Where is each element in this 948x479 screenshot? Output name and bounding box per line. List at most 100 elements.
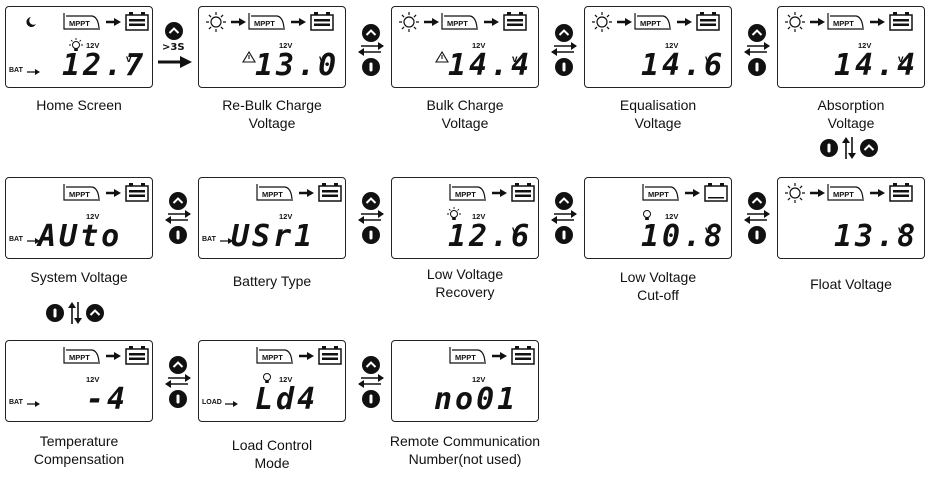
arrow-icon xyxy=(492,189,507,197)
set-button-icon xyxy=(362,390,380,408)
unit-label: v xyxy=(319,54,325,65)
lightbulb-icon xyxy=(263,373,271,383)
caption-float: Float Voltage xyxy=(761,275,941,293)
arrow-icon xyxy=(291,18,306,26)
battery-icon xyxy=(125,12,149,31)
sun-icon xyxy=(785,12,805,32)
set-button-icon xyxy=(362,226,380,244)
swap-arrows-icon xyxy=(358,210,384,224)
hold-label: >3S xyxy=(162,42,185,53)
sun-icon xyxy=(399,12,419,32)
mppt-label: MPPT xyxy=(69,190,90,199)
system-voltage: 12V xyxy=(86,212,100,221)
mppt-label: MPPT xyxy=(254,19,275,28)
mppt-label: MPPT xyxy=(455,353,476,362)
bat-label: BAT xyxy=(9,399,23,406)
caption-line: Battery Type xyxy=(232,273,312,289)
up-button-icon xyxy=(362,356,380,374)
lcd-value: 14.6 xyxy=(641,48,726,83)
arrow-icon xyxy=(231,18,246,26)
hold-indicator: >3S xyxy=(158,22,192,72)
caption-line: System Voltage xyxy=(30,269,128,285)
sun-icon xyxy=(206,12,226,32)
set-button-icon xyxy=(748,58,766,76)
arrow-icon xyxy=(810,189,825,197)
exchange-9 xyxy=(357,356,385,408)
exchange-6 xyxy=(550,192,578,244)
system-voltage: 12V xyxy=(472,375,486,384)
caption-line: Mode xyxy=(254,455,290,471)
system-voltage: 12V xyxy=(472,212,486,221)
swap-arrows-icon xyxy=(165,374,191,388)
small-arrow-icon xyxy=(27,401,40,407)
up-button-icon xyxy=(555,24,573,42)
caption-line: Home Screen xyxy=(36,97,122,113)
battery-icon xyxy=(503,12,527,31)
up-button-icon xyxy=(555,192,573,210)
mppt-panel-icon xyxy=(63,347,100,364)
set-button-icon xyxy=(748,226,766,244)
up-button-icon xyxy=(748,192,766,210)
load-label: LOAD xyxy=(202,399,222,406)
caption-line: Cut-off xyxy=(637,287,679,303)
arrow-icon xyxy=(106,18,121,26)
lcd-value: AUto xyxy=(38,219,123,254)
caption-line: Equalisation xyxy=(619,97,697,113)
set-button-icon xyxy=(46,304,64,322)
battery-icon xyxy=(125,346,149,365)
mppt-label: MPPT xyxy=(648,190,669,199)
arrow-icon xyxy=(492,352,507,360)
caption-battype: Battery Type xyxy=(182,272,362,290)
up-button-icon xyxy=(748,24,766,42)
exchange-4 xyxy=(164,192,192,244)
set-button-icon xyxy=(362,58,380,76)
caption-line: Remote Communication xyxy=(389,433,541,449)
vertical-swap-arrows-icon xyxy=(842,137,856,159)
caption-line: Absorption xyxy=(817,97,885,113)
mppt-label: MPPT xyxy=(69,353,90,362)
system-voltage: 12V xyxy=(858,41,872,50)
mppt-label: MPPT xyxy=(640,19,661,28)
set-button-icon xyxy=(555,58,573,76)
set-button-icon xyxy=(555,226,573,244)
exchange-1 xyxy=(357,24,385,76)
caption-line: Re-Bulk Charge xyxy=(222,97,322,113)
arrow-icon xyxy=(685,189,700,197)
caption-line: Low Voltage xyxy=(619,269,697,285)
caption-home: Home Screen xyxy=(0,96,169,114)
small-arrow-icon xyxy=(27,69,40,75)
mppt-panel-icon xyxy=(63,13,100,30)
lcd-value: 13.8 xyxy=(834,219,919,254)
unit-label: v xyxy=(126,54,132,65)
caption-line: Temperature xyxy=(39,433,119,449)
caption-line: Bulk Charge xyxy=(426,97,504,113)
unit-label: v xyxy=(898,54,904,65)
mppt-panel-icon xyxy=(248,13,285,30)
caption-line: Compensation xyxy=(33,451,125,467)
set-button-icon xyxy=(820,139,838,157)
small-arrow-icon xyxy=(220,238,233,244)
system-voltage: 12V xyxy=(665,41,679,50)
swap-arrows-icon xyxy=(358,374,384,388)
set-button-icon xyxy=(169,226,187,244)
swap-arrows-icon xyxy=(744,210,770,224)
battery-icon xyxy=(318,346,342,365)
lcd-value: 14.4 xyxy=(834,48,919,83)
mppt-panel-icon xyxy=(634,13,671,30)
caption-line: Voltage xyxy=(441,115,489,131)
exchange-7 xyxy=(743,192,771,244)
lcd-value: 10.8 xyxy=(641,219,726,254)
system-voltage: 12V xyxy=(279,375,293,384)
mppt-panel-icon xyxy=(827,13,864,30)
arrow-icon xyxy=(299,352,314,360)
caption-line: Float Voltage xyxy=(810,276,892,292)
